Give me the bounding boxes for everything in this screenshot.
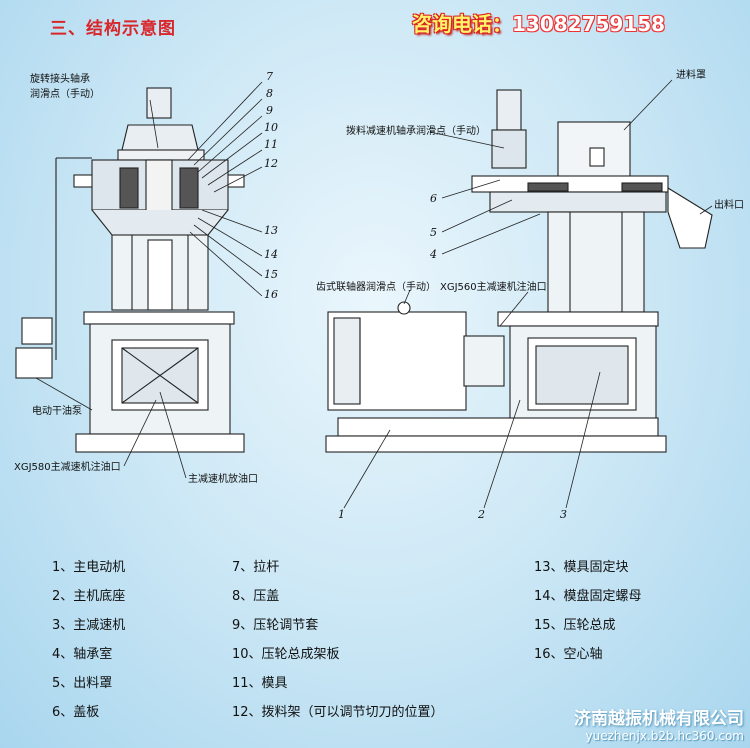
part-number-4: 4 [429, 248, 437, 261]
legend-item: 3、主减速机 [52, 618, 126, 633]
company-name: 济南越振机械有限公司 [574, 709, 744, 729]
feeder-reducer-label: 拨料减速机轴承润滑点（手动） [346, 124, 486, 137]
legend-item: 1、主电动机 [52, 560, 126, 575]
part-number-9: 9 [266, 104, 273, 117]
right-gearbox-fill-label: XGJ560主减速机注油口 [440, 280, 547, 293]
part-number-6: 6 [430, 192, 437, 205]
part-number-3: 3 [560, 508, 567, 521]
part-number-15: 15 [264, 268, 278, 281]
contact-label: 咨询电话： [412, 12, 512, 36]
company-url: yuezhenjx.b2b.hc360.com [585, 729, 744, 743]
legend-item: 8、压盖 [232, 589, 280, 604]
left-gearbox-fill-label: XGJ580主减速机注油口 [14, 460, 121, 473]
part-number-2: 2 [477, 508, 485, 521]
part-number-10: 10 [264, 121, 278, 134]
right-machine-drawing [325, 89, 713, 453]
legend-item: 9、压轮调节套 [232, 618, 319, 633]
part-number-11: 11 [264, 138, 278, 151]
part-number-12: 12 [264, 157, 278, 170]
left-gearbox-drain-label: 主减速机放油口 [188, 472, 258, 485]
legend-item: 13、模具固定块 [534, 560, 629, 575]
legend-item: 12、拨料架（可以调节切刀的位置） [232, 705, 444, 720]
feed-cover-label: 进料罩 [676, 68, 706, 81]
gear-coupling-label: 齿式联轴器润滑点（手动） [316, 280, 436, 293]
contact-phone: 咨询电话：13082759158 [412, 8, 665, 37]
structure-diagram: 旋转接头轴承 润滑点（手动） 7 8 9 10 11 12 13 14 15 1… [14, 68, 744, 521]
part-number-8: 8 [266, 87, 273, 100]
part-number-5: 5 [430, 226, 437, 239]
legend-item: 15、压轮总成 [534, 618, 616, 633]
contact-number: 13082759158 [512, 12, 666, 36]
part-number-16: 16 [264, 288, 278, 301]
electric-pump-label: 电动干油泵 [32, 404, 82, 417]
legend-item: 14、模盘固定螺母 [534, 589, 642, 604]
left-callout-leaders [35, 81, 263, 479]
legend-item: 4、轴承室 [52, 647, 113, 662]
legend-item: 10、压轮总成架板 [232, 647, 340, 662]
discharge-label: 出料口 [714, 198, 744, 211]
part-number-13: 13 [264, 224, 278, 237]
rotary-joint-label-line2: 润滑点（手动） [30, 87, 100, 100]
part-number-7: 7 [266, 70, 273, 83]
part-number-1: 1 [338, 508, 345, 521]
legend-item: 6、盖板 [52, 705, 100, 720]
left-machine-drawing [15, 87, 245, 453]
legend-item: 16、空心轴 [534, 647, 603, 662]
legend-item: 2、主机底座 [52, 589, 126, 604]
section-title: 三、结构示意图 [50, 19, 176, 39]
legend-item: 5、出料罩 [52, 676, 113, 691]
right-callout-leaders [343, 79, 713, 509]
legend-item: 7、拉杆 [232, 560, 280, 575]
legend-item: 11、模具 [232, 676, 288, 691]
rotary-joint-label-line1: 旋转接头轴承 [30, 72, 90, 85]
part-number-14: 14 [264, 248, 278, 261]
